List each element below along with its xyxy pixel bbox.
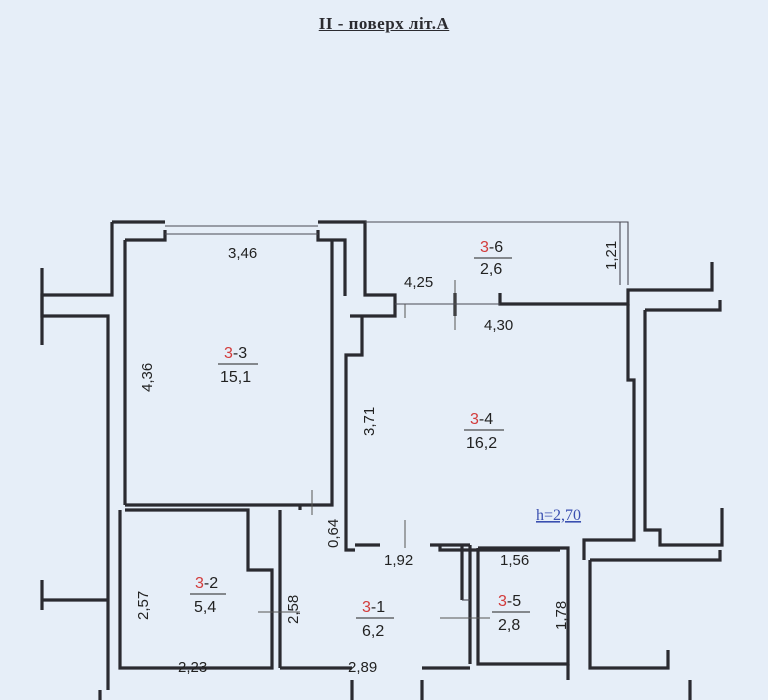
dimension-ticks — [258, 280, 490, 619]
room-area: 6,2 — [362, 623, 384, 640]
dim-3-6-depth: 1,21 — [603, 241, 620, 270]
dim-3-1-width: 2,89 — [348, 659, 377, 676]
dim-3-4-width-top: 4,30 — [484, 317, 513, 334]
room-label-3-6: 3-6 2,6 — [474, 239, 512, 278]
balcony-outline — [365, 221, 629, 285]
wall-3-4-right — [438, 304, 636, 560]
room-area: 2,6 — [480, 261, 502, 278]
ceiling-height-note: h=2,70 — [536, 507, 581, 524]
wall-3-1-right — [460, 545, 472, 664]
dim-3-6-width: 4,25 — [404, 274, 433, 291]
dim-3-3-width: 3,46 — [228, 245, 257, 262]
floor-plan-title: II - поверх літ.А — [318, 14, 450, 33]
room-code: 3-5 — [498, 593, 521, 610]
wall-top-3-3-inner — [125, 230, 347, 296]
dim-3-4-height: 3,71 — [361, 407, 378, 436]
room-code: 3-2 — [195, 575, 218, 592]
room-area: 5,4 — [194, 599, 216, 616]
window-3-3 — [165, 225, 318, 235]
wall-3-3-bottom — [125, 490, 334, 510]
dimension-labels: 3,46 4,36 4,25 4,30 1,21 3,71 0,64 1,92 … — [135, 241, 620, 676]
room-label-3-2: 3-2 5,4 — [190, 575, 226, 616]
room-code: 3-6 — [480, 239, 503, 256]
room-code: 3-3 — [224, 345, 247, 362]
wall-outer-right-2 — [588, 550, 722, 670]
room-area: 16,2 — [466, 435, 497, 452]
dim-3-3-height: 4,36 — [139, 363, 156, 392]
room-label-3-5: 3-5 2,8 — [492, 593, 530, 634]
dim-3-5-width: 1,56 — [500, 552, 529, 569]
room-area: 15,1 — [220, 369, 251, 386]
wall-3-2 — [118, 508, 274, 670]
dim-opening: 0,64 — [325, 519, 342, 548]
wall-outer-right-1 — [643, 300, 724, 547]
wall-top-3-3 — [112, 220, 397, 318]
room-area: 2,8 — [498, 617, 520, 634]
dim-3-5-height: 1,78 — [553, 601, 570, 630]
wall-bottom-edge — [98, 680, 692, 700]
wall-outer-left-top — [40, 222, 114, 560]
dim-3-2-width: 2,23 — [178, 659, 207, 676]
room-code: 3-1 — [362, 599, 385, 616]
room-code: 3-4 — [470, 411, 493, 428]
dim-3-1-height: 2,58 — [285, 595, 302, 624]
room-label-3-4: 3-4 16,2 — [464, 411, 504, 452]
room-label-3-3: 3-3 15,1 — [218, 345, 258, 386]
dim-3-4-bottom: 1,92 — [384, 552, 413, 569]
wall-3-4-left — [344, 316, 364, 552]
dim-3-2-height: 2,57 — [135, 591, 152, 620]
wall-3-2-left-outer — [40, 560, 110, 690]
room-label-3-1: 3-1 6,2 — [356, 599, 394, 640]
